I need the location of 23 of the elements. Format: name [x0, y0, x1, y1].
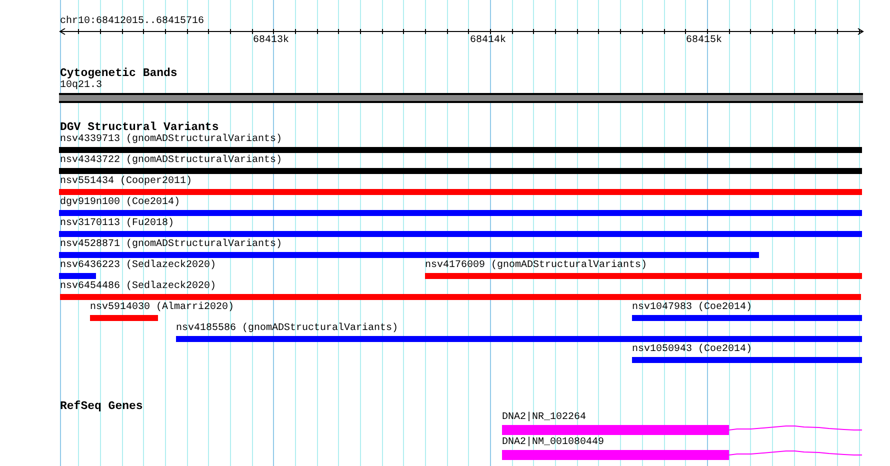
- band-label: 10q21.3: [60, 80, 102, 91]
- variant-label: nsv1050943 (Coe2014): [632, 344, 752, 355]
- variant-label: nsv6436223 (Sedlazeck2020): [60, 260, 216, 271]
- variant-label: nsv4339713 (gnomADStructuralVariants): [60, 134, 282, 145]
- transcript-label: DNA2|NM_001080449: [502, 437, 604, 448]
- track-title: DGV Structural Variants: [60, 121, 219, 134]
- locus-label: chr10:68412015..68415716: [60, 16, 204, 27]
- variant-label: nsv3170113 (Fu2018): [60, 218, 174, 229]
- tick-label: 68415k: [686, 35, 722, 46]
- variant-label: nsv551434 (Cooper2011): [60, 176, 192, 187]
- variant-label: nsv5914030 (Almarri2020): [90, 302, 234, 313]
- variant-label: nsv4185586 (gnomADStructuralVariants): [176, 323, 398, 334]
- variant-label: nsv4176009 (gnomADStructuralVariants): [425, 260, 648, 271]
- transcript-label: DNA2|NR_102264: [502, 412, 586, 423]
- tick-label: 68413k: [253, 35, 290, 46]
- track-title: Cytogenetic Bands: [60, 67, 178, 80]
- tick-label: 68414k: [470, 35, 506, 46]
- variant-label: nsv4528871 (gnomADStructuralVariants): [60, 239, 282, 250]
- variant-label: nsv1047983 (Coe2014): [632, 302, 752, 313]
- variant-label: nsv4343722 (gnomADStructuralVariants): [60, 155, 282, 166]
- track-title: RefSeq Genes: [60, 400, 143, 413]
- variant-label: nsv6454486 (Sedlazeck2020): [60, 281, 216, 292]
- variant-label: dgv919n100 (Coe2014): [60, 197, 180, 208]
